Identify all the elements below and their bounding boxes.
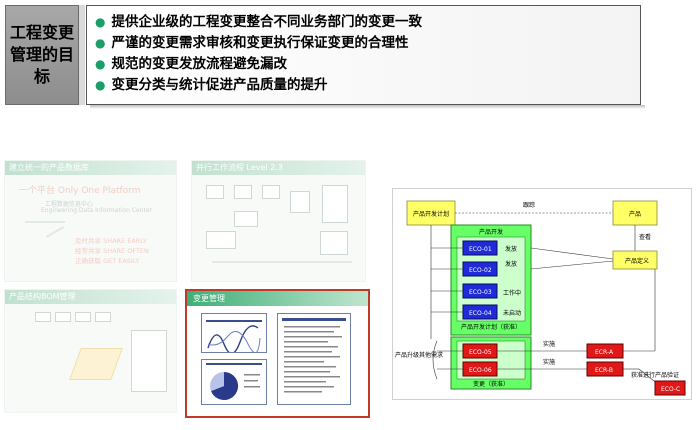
plan-approved-label: 产品开发计划（获准） <box>461 323 521 331</box>
workflow-node <box>320 231 348 255</box>
product-doc-label: 产品定义 <box>625 257 649 265</box>
goals-list: ●提供企业级的工程变更整合不同业务部门的变更一致 ●严谨的变更需求审核和变更执行… <box>95 12 632 96</box>
thumbnail-line: Engineering Data Information Center <box>41 207 152 214</box>
slide-thumbnail-bom: 产品结构BOM管理 <box>4 289 177 413</box>
eco-c-label: ECO-C <box>661 386 680 393</box>
workflow-node <box>206 185 224 199</box>
bom-node <box>35 312 51 322</box>
bom-panel <box>131 330 167 392</box>
product-box <box>612 200 658 226</box>
thumbnail-line: 经常共享 SHARE OFTEN <box>75 247 149 255</box>
mini-text-panel <box>277 313 351 405</box>
change-process-diagram: 产品开发计划 产品 跟踪 产品开发 产品开发计划（获准） ECO-01 发放 E… <box>392 188 692 400</box>
goal-item: ●严谨的变更需求审核和变更执行保证变更的合理性 <box>95 35 409 51</box>
product-doc-box <box>612 250 658 270</box>
thumbnail-decor <box>25 221 65 223</box>
header-shadow <box>90 105 645 109</box>
track-label: 跟踪 <box>523 201 535 209</box>
eco-05-label: ECO-05 <box>469 349 492 356</box>
product-dev-label: 产品开发 <box>479 228 503 236</box>
slide-thumbnail-workflow: 并行工作流程 Level 2.3 <box>191 160 366 282</box>
release-connector <box>530 247 614 260</box>
bullet-icon: ● <box>95 36 106 50</box>
goal-item: ●规范的变更发放流程避免漏改 <box>95 56 287 72</box>
eco-01-label: ECO-01 <box>469 246 492 253</box>
release-connector <box>530 260 614 270</box>
requirements-brace <box>432 340 438 380</box>
requirements-label: 产品升级其他需求 <box>395 351 443 359</box>
eco-02-label: ECO-02 <box>469 267 492 274</box>
thumbnail-header: 变更管理 <box>187 291 368 306</box>
eco-03-label: ECO-03 <box>469 289 492 296</box>
product-label: 产品 <box>629 210 641 218</box>
bullet-icon: ● <box>95 15 106 29</box>
bom-node <box>55 312 71 322</box>
workflow-node <box>322 185 348 223</box>
eco-c-box <box>654 380 686 396</box>
eco-04-status: 未启动 <box>503 309 521 317</box>
thumbnail-decor <box>45 226 65 238</box>
thumbnail-line: · 工程数据信息中心 <box>41 201 93 208</box>
goal-item: ●提供企业级的工程变更整合不同业务部门的变更一致 <box>95 14 422 30</box>
thumbnail-headline: 一个平台 Only One Platform <box>19 186 141 196</box>
bom-node <box>95 312 111 322</box>
mini-chart-curves <box>201 313 267 355</box>
product-plan-label: 产品开发计划 <box>413 210 449 218</box>
workflow-timeline <box>212 261 352 263</box>
implement-label-b: 实施 <box>543 358 555 366</box>
workflow-node <box>206 231 236 249</box>
ecr-a-label: ECR-A <box>595 349 614 356</box>
section-title-text: 工程变更管理的目标 <box>10 23 75 86</box>
workflow-node <box>234 185 252 199</box>
eco-01-status: 发放 <box>505 245 517 253</box>
approved-verify-label: 获准进行产品验证 <box>631 371 679 379</box>
eco-03-status: 工作中 <box>503 289 521 297</box>
slide-thumbnail-change-management: 变更管理 <box>185 289 370 418</box>
section-title: 工程变更管理的目标 <box>5 5 79 105</box>
goals-box: ●提供企业级的工程变更整合不同业务部门的变更一致 ●严谨的变更需求审核和变更执行… <box>86 5 641 105</box>
part-image <box>69 348 123 380</box>
mini-chart-pie <box>201 359 267 405</box>
change-approved-label: 变更（获准） <box>473 380 509 388</box>
bullet-icon: ● <box>95 78 106 92</box>
workflow-node <box>290 191 310 213</box>
slide-thumbnail-database: 建立统一的产品数据库 一个平台 Only One Platform · 工程数据… <box>4 160 177 282</box>
implement-label-a: 实施 <box>543 340 555 348</box>
bullet-icon: ● <box>95 57 106 71</box>
thumbnail-line: 正确获取 GET EASILY <box>75 257 140 265</box>
inspect-label: 查看 <box>639 233 651 241</box>
thumbnail-header: 产品结构BOM管理 <box>5 290 176 304</box>
diagram-canvas: 产品开发计划 产品 跟踪 产品开发 产品开发计划（获准） ECO-01 发放 E… <box>395 200 686 396</box>
goal-item: ●变更分类与统计促进产品质量的提升 <box>95 77 328 93</box>
workflow-node <box>262 185 280 199</box>
pie-chart-graphic <box>206 363 262 400</box>
ecr-b-label: ECR-B <box>595 367 613 374</box>
workflow-node <box>234 211 258 227</box>
text-lines-graphic <box>282 318 346 393</box>
eco-04-label: ECO-04 <box>469 310 492 317</box>
thumbnail-line: 及时共享 SHARE EARLY <box>75 237 148 245</box>
thumbnail-header: 并行工作流程 Level 2.3 <box>192 161 365 175</box>
bom-node <box>75 312 91 322</box>
eco-06-label: ECO-06 <box>469 367 492 374</box>
thumbnail-header: 建立统一的产品数据库 <box>5 161 176 175</box>
eco-02-status: 发放 <box>505 260 517 268</box>
curve-chart-graphic <box>206 320 262 355</box>
title-divider <box>79 5 85 105</box>
